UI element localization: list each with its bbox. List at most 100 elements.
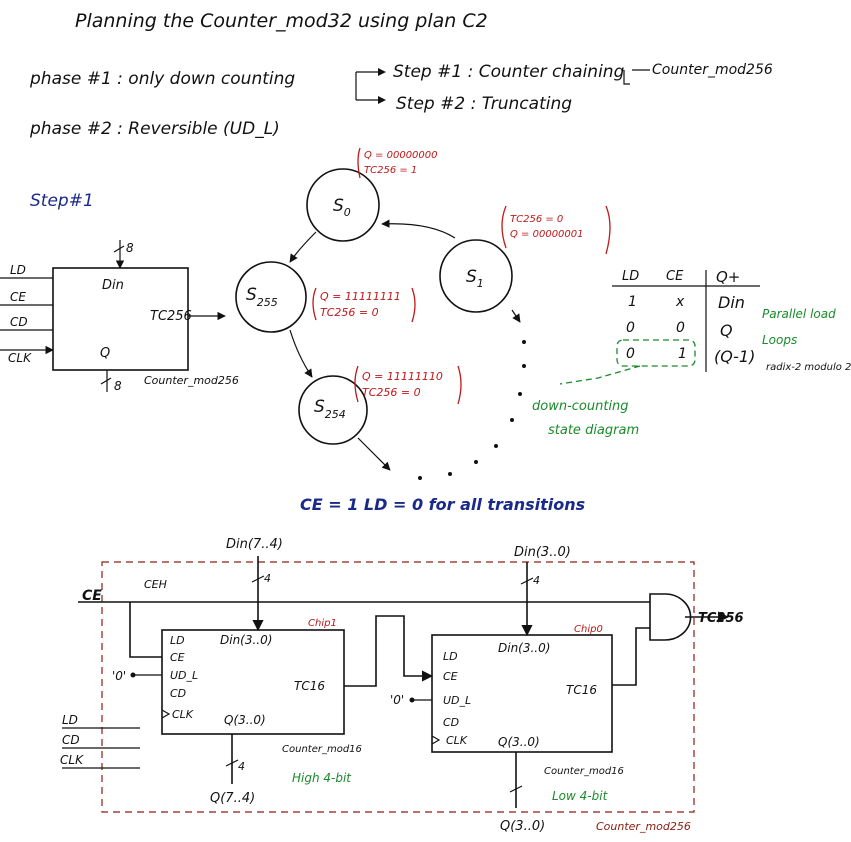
note-s255-bracket <box>312 287 416 323</box>
phase-bracket <box>355 71 380 101</box>
arrow-s0-s255 <box>289 231 317 263</box>
step-heading: Step#1 <box>30 191 94 211</box>
ceh-label: CEH <box>144 578 167 591</box>
chip0-clk-edge <box>431 735 441 745</box>
tt-r1-ld: 1 <box>628 294 637 310</box>
chip1-clk-edge <box>161 709 171 719</box>
bottom-ld-label: LD <box>62 713 78 727</box>
note-s1-q: Q = 00000001 <box>510 229 584 240</box>
state-s254-label: S254 <box>314 397 346 421</box>
chip0-din: Din(3..0) <box>498 641 550 655</box>
chip1-pin-ld: LD <box>170 634 185 647</box>
state-s255 <box>235 261 307 333</box>
arrow-s254-next <box>357 437 391 471</box>
chip0-pin-cd: CD <box>443 716 459 729</box>
chip1-zero: '0' <box>112 669 126 683</box>
transitions-note: CE = 1 LD = 0 for all transitions <box>300 495 585 514</box>
tt-r3-ld: 0 <box>626 346 635 362</box>
note-s1-bracket <box>501 205 611 255</box>
note-s0-bracket <box>357 147 361 179</box>
top-counter-block <box>0 240 226 392</box>
din-low-label: Din(3..0) <box>514 545 571 560</box>
chip1-type: Counter_mod16 <box>282 744 362 755</box>
chip0-pin-udl: UD_L <box>443 694 471 707</box>
chip0-type: Counter_mod16 <box>544 766 624 777</box>
state-s255-label: S255 <box>246 285 278 309</box>
bottom-clk-label: CLK <box>60 753 84 767</box>
page-title: Planning the Counter_mod32 using plan C2 <box>75 10 488 32</box>
tt-r2-q: Q <box>720 321 733 340</box>
top-ce-label: CE <box>10 290 26 304</box>
tt-r2-note: Loops <box>762 333 797 347</box>
chip1-pin-clk: CLK <box>172 708 194 721</box>
tt-r3-note: radix-2 modulo 256 <box>766 362 851 373</box>
tt-r2-ld: 0 <box>626 320 635 336</box>
step1-text: Step #1 : Counter chaining <box>393 62 625 82</box>
top-clk-label: CLK <box>8 351 32 365</box>
top-q-label: Q <box>100 346 110 361</box>
note-s0-q: Q = 00000000 <box>364 150 438 161</box>
tt-header-ld: LD <box>622 269 639 284</box>
din-high-bus: 4 <box>264 572 271 585</box>
step1-result: Counter_mod256 <box>652 62 773 78</box>
chip0-zero: '0' <box>390 693 404 707</box>
tt-highlight-box <box>616 339 696 367</box>
din-low-bus: 4 <box>533 574 540 587</box>
chip1-block <box>161 629 345 735</box>
phase-arrowheads <box>378 68 386 104</box>
and-gate <box>649 593 692 641</box>
tt-header-qplus: Q+ <box>716 268 740 286</box>
chip1-name: Chip1 <box>308 618 337 629</box>
bottom-tc-label: TC256 <box>698 611 744 626</box>
chip0-role: Low 4-bit <box>552 789 609 803</box>
note-s254-tc: TC256 = 0 <box>362 386 421 399</box>
chip1-tc: TC16 <box>294 679 325 693</box>
arrow-into-s1 <box>511 309 521 323</box>
top-cd-label: CD <box>10 315 28 329</box>
diagram-label-2: state diagram <box>548 423 639 438</box>
note-s1-tc: TC256 = 0 <box>510 214 563 225</box>
chip0-block <box>431 634 613 753</box>
chip1-pin-cd: CD <box>170 687 186 700</box>
tt-r3-ce: 1 <box>678 346 687 362</box>
chip1-q: Q(3..0) <box>224 713 266 727</box>
note-s254-q: Q = 11111110 <box>362 370 443 383</box>
top-ld-label: LD <box>10 263 26 277</box>
arrow-s1-s0 <box>381 219 456 239</box>
bottom-wiring <box>62 556 730 808</box>
din-high-label: Din(7..4) <box>226 537 283 552</box>
state-s1-label: S1 <box>466 267 484 290</box>
step2-text: Step #2 : Truncating <box>396 94 572 114</box>
truth-table <box>612 270 760 372</box>
chip0-name: Chip0 <box>574 624 603 635</box>
chip0-q-out: Q(3..0) <box>500 819 545 834</box>
phase2-text: phase #2 : Reversible (UD_L) <box>29 119 280 139</box>
chip0-pin-ce: CE <box>443 670 458 683</box>
frame-label: Counter_mod256 <box>596 820 691 833</box>
state-s1 <box>439 239 513 313</box>
note-s255-tc: TC256 = 0 <box>320 306 379 319</box>
bottom-ce-label: CE <box>82 588 102 604</box>
diagram-label-1: down-counting <box>532 399 629 414</box>
state-s0-label: S0 <box>333 196 351 219</box>
tt-r1-q: Din <box>718 293 745 312</box>
tt-highlight-link <box>559 365 641 385</box>
state-s254 <box>298 375 368 445</box>
tt-r2-ce: 0 <box>676 320 685 336</box>
state-s0 <box>306 168 380 242</box>
phase1-text: phase #1 : only down counting <box>29 69 295 89</box>
tt-r1-note: Parallel load <box>762 307 836 321</box>
top-bus-in: 8 <box>126 241 134 255</box>
top-din-label: Din <box>102 278 124 293</box>
note-s254-bracket <box>354 365 462 405</box>
chip1-din: Din(3..0) <box>220 633 272 647</box>
chip0-pin-ld: LD <box>443 650 458 663</box>
note-s0-tc: TC256 = 1 <box>364 165 417 176</box>
chip1-pin-ce: CE <box>170 651 185 664</box>
chip1-role: High 4-bit <box>292 771 352 785</box>
note-s255-q: Q = 11111111 <box>320 290 401 303</box>
state-diagram <box>235 168 526 480</box>
top-block-name: Counter_mod256 <box>144 374 239 387</box>
chip1-pin-udl: UD_L <box>170 669 198 682</box>
